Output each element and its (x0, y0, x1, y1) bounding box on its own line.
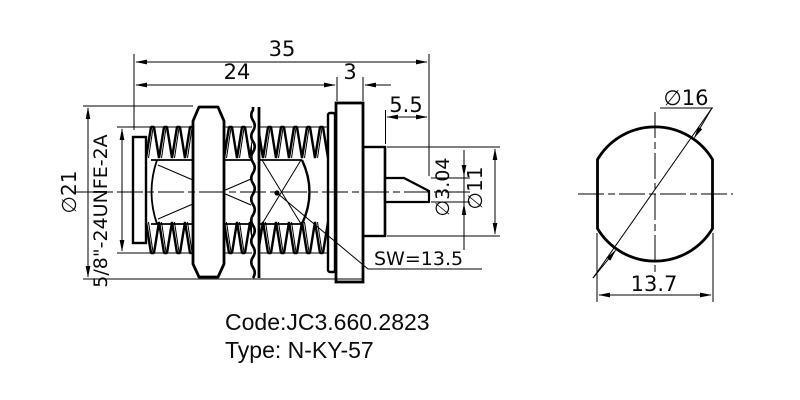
part-type: Type: N-KY-57 (225, 337, 374, 363)
dim-13-7-extensions (596, 233, 714, 302)
washer-wavy-edge (249, 107, 257, 279)
end-view (578, 107, 733, 302)
label-d16: ∅16 (663, 86, 708, 110)
dim-line-d16 (592, 107, 713, 279)
contact-rear-arc (300, 159, 311, 225)
label-5-5: 5.5 (389, 93, 422, 117)
side-view-dimensions (83, 54, 500, 280)
label-d11: ∅11 (463, 167, 487, 210)
extension-lines (83, 54, 500, 280)
thread-profile-top (144, 125, 330, 159)
sw-leader-line (276, 192, 482, 270)
label-3: 3 (343, 60, 356, 84)
dim-arrow-d16-bottom (592, 249, 617, 279)
end-view-centerlines (578, 112, 733, 276)
label-sw: SW=13.5 (374, 248, 463, 270)
front-cap (131, 135, 148, 245)
label-24: 24 (224, 60, 251, 84)
dim-arrow-d16-top (694, 107, 713, 139)
double-d-outline (596, 125, 714, 263)
label-d304: ∅3.04 (432, 158, 454, 217)
thread-profile-bottom (144, 221, 330, 255)
inner-bore-lines (151, 159, 302, 225)
dimension-labels: 35 24 3 5.5 ∅21 5/8"-24UNFE-2A ∅3.04 ∅11… (57, 37, 709, 296)
label-13-7: 13.7 (631, 272, 678, 296)
center-pin (383, 176, 431, 204)
label-thread-spec: 5/8"-24UNFE-2A (90, 134, 112, 287)
label-35: 35 (269, 37, 296, 61)
part-code: Code:JC3.660.2823 (225, 309, 430, 335)
title-block: Code:JC3.660.2823 Type: N-KY-57 (225, 309, 430, 363)
label-d21: ∅21 (57, 171, 81, 214)
